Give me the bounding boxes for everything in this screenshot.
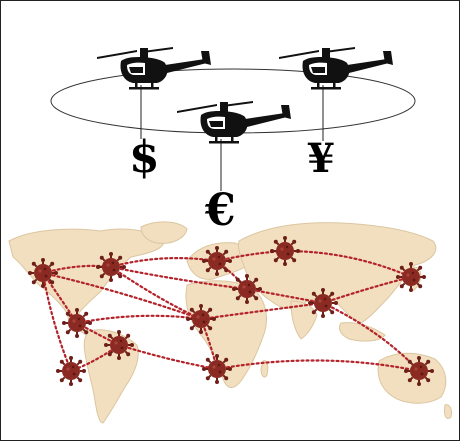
helicopter-icon — [279, 47, 393, 90]
virus-icon — [95, 251, 127, 283]
virus-icon — [201, 245, 233, 277]
route — [215, 359, 421, 373]
helicopter-icon — [177, 101, 291, 144]
virus-icon — [395, 261, 427, 293]
dollar-sign: $ — [129, 132, 160, 183]
route — [117, 343, 219, 371]
virus-icon — [307, 287, 339, 319]
virus-icon — [61, 307, 93, 339]
virus-icon — [55, 355, 87, 387]
virus-icon — [269, 235, 301, 267]
greenland — [140, 221, 188, 244]
virus-icon — [231, 273, 263, 305]
route — [41, 271, 73, 373]
virus-icon — [403, 355, 435, 387]
virus-icon — [185, 303, 217, 335]
virus-icon — [27, 257, 59, 289]
virus-icon — [201, 353, 233, 385]
euro-sign: € — [205, 185, 236, 236]
helicopter-icon — [97, 47, 211, 90]
virus-icon — [103, 329, 135, 361]
madagascar — [260, 360, 269, 378]
new-zealand — [444, 404, 452, 419]
yen-sign: ¥ — [307, 135, 335, 182]
route — [41, 271, 203, 321]
route — [109, 265, 203, 321]
south-america — [83, 329, 139, 424]
route — [109, 265, 249, 291]
route — [75, 314, 203, 325]
